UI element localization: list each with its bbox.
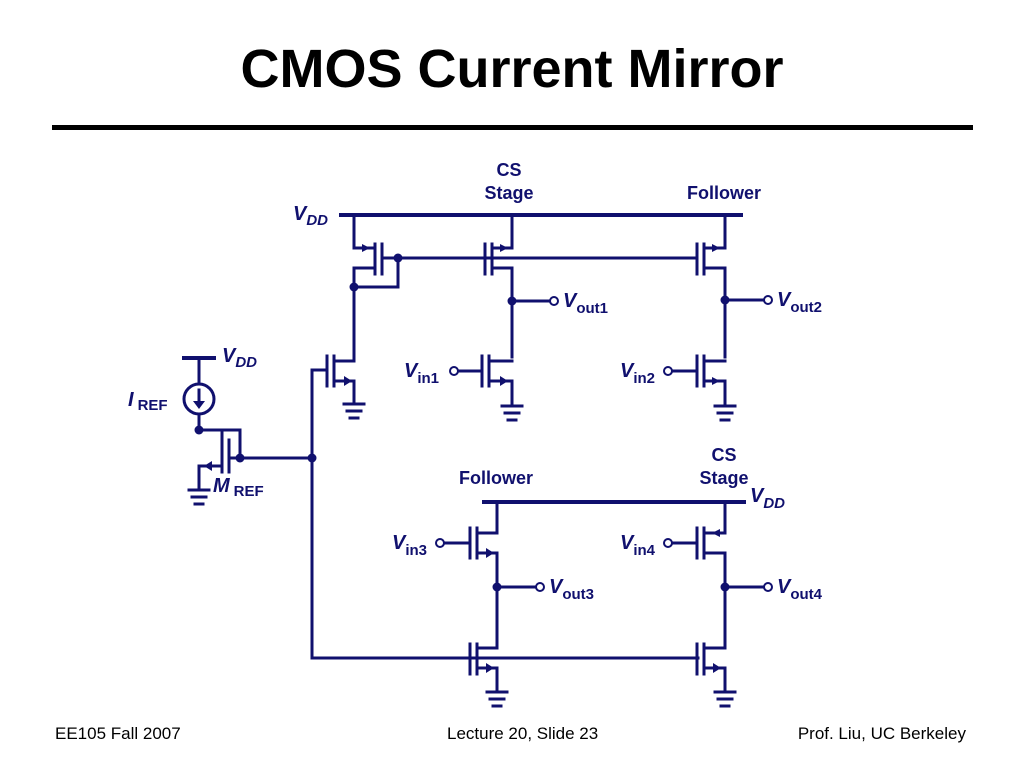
- pmos-cs-vin4: [670, 500, 727, 648]
- label-vin1: Vin1: [404, 360, 439, 387]
- footer-slide-number: Lecture 20, Slide 23: [447, 724, 599, 743]
- junction-dots: [194, 253, 730, 592]
- pmos-reference: [352, 213, 400, 289]
- label-vout1: Vout1: [563, 290, 608, 317]
- label-cs-stage-bottom-1: CS: [711, 445, 736, 465]
- mref-transistor: [197, 428, 314, 492]
- pmos-m2-cs-load: [483, 213, 514, 359]
- label-vin3: Vin3: [392, 532, 427, 559]
- ground-m1: [342, 402, 366, 420]
- label-cs-stage-top-2: Stage: [484, 183, 533, 203]
- label-vin4: Vin4: [620, 532, 656, 559]
- pmos-follower-input-vin2: [670, 354, 727, 406]
- ground-vin1: [500, 404, 524, 422]
- nmos-cs-input-vin1: [456, 354, 514, 406]
- label-vin2: Vin2: [620, 360, 655, 387]
- nmos-sink-bottom-right: [695, 642, 727, 692]
- label-vout3: Vout3: [549, 576, 594, 603]
- label-vout2: Vout2: [777, 289, 822, 316]
- label-vdd-bottom: VDD: [750, 485, 785, 512]
- ground-mref: [187, 488, 211, 506]
- nmos-follower-vin3: [442, 500, 499, 648]
- title-divider: [52, 125, 973, 130]
- label-follower-bottom: Follower: [459, 468, 533, 488]
- footer-course: EE105 Fall 2007: [55, 724, 181, 743]
- footer-author: Prof. Liu, UC Berkeley: [797, 724, 966, 743]
- terminal-circles: [435, 295, 773, 592]
- label-vout4: Vout4: [777, 576, 823, 603]
- ground-vin2: [713, 404, 737, 422]
- nmos-sink-bottom-left: [468, 642, 499, 692]
- label-follower-top: Follower: [687, 183, 761, 203]
- label-cs-stage-top-1: CS: [496, 160, 521, 180]
- ground-bottom-right: [713, 690, 737, 708]
- ground-bottom-left: [485, 690, 509, 708]
- label-vdd-main: VDD: [293, 203, 328, 229]
- slide-title: CMOS Current Mirror: [240, 39, 784, 99]
- label-cs-stage-bottom-2: Stage: [699, 468, 748, 488]
- nmos-m1: [325, 285, 356, 404]
- pmos-follower-top: [695, 213, 727, 359]
- label-vdd-ref: VDD: [222, 345, 257, 371]
